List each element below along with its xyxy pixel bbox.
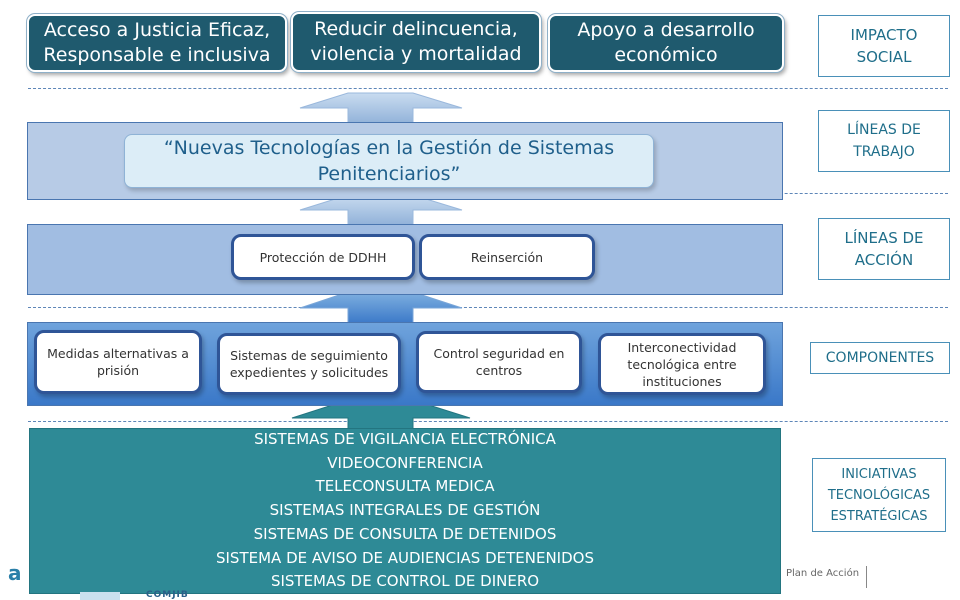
iniciativas-list: SISTEMAS DE VIGILANCIA ELECTRÓNICA VIDEO… [29, 428, 781, 594]
iniciativa-item: VIDEOCONFERENCIA [327, 453, 483, 472]
accion-item-reinsercion: Reinserción [419, 234, 595, 280]
iniciativa-item: SISTEMAS DE CONSULTA DE DETENIDOS [253, 524, 557, 543]
label-lineas-accion: LÍNEAS DE ACCIÓN [818, 218, 950, 280]
lineas-trabajo-title: “Nuevas Tecnologías en la Gestión de Sis… [124, 134, 654, 188]
impact-box-justicia: Acceso a Justicia Eficaz, Responsable e … [27, 14, 287, 72]
separator-3 [28, 307, 948, 308]
iniciativa-item: TELECONSULTA MEDICA [315, 477, 495, 496]
arrow-up-1 [299, 92, 463, 126]
footer-logo-letter: a [8, 561, 22, 585]
label-iniciativas: INICIATIVAS TECNOLÓGICAS ESTRATÉGICAS [812, 458, 946, 532]
iniciativa-item: SISTEMAS INTEGRALES DE GESTIÓN [269, 501, 541, 520]
arrow-up-3 [299, 291, 463, 325]
impact-box-justicia-text: Acceso a Justicia Eficaz, Responsable e … [43, 19, 271, 66]
footer-logo-strip [80, 592, 120, 600]
impact-box-delincuencia-text: Reducir delincuencia, violencia y mortal… [310, 18, 522, 65]
iniciativa-item: SISTEMA DE AVISO DE AUDIENCIAS DETENENID… [215, 548, 594, 567]
componente-control-seguridad: Control seguridad en centros [416, 331, 582, 393]
componente-seguimiento-expedientes: Sistemas de seguimiento expedientes y so… [217, 333, 401, 395]
separator-1 [28, 88, 948, 89]
footer-plan-text: Plan de Acción [786, 568, 860, 579]
impact-box-delincuencia: Reducir delincuencia, violencia y mortal… [291, 12, 541, 72]
label-componentes: COMPONENTES [810, 342, 950, 374]
separator-4 [28, 421, 948, 422]
iniciativa-item: SISTEMAS DE CONTROL DE DINERO [270, 572, 540, 591]
accion-item-ddhh: Protección de DDHH [231, 234, 415, 280]
impact-box-economico-text: Apoyo a desarrollo económico [577, 19, 755, 66]
footer-logo-fragment: COMJIB [146, 590, 189, 600]
iniciativa-item: SISTEMAS DE VIGILANCIA ELECTRÓNICA [254, 430, 556, 449]
componente-interconectividad: Interconectividad tecnológica entre inst… [598, 333, 766, 395]
impact-box-economico: Apoyo a desarrollo económico [548, 14, 784, 72]
label-lineas-trabajo: LÍNEAS DE TRABAJO [818, 110, 950, 172]
label-impacto-social: IMPACTO SOCIAL [818, 15, 950, 77]
componente-medidas-alternativas: Medidas alternativas a prisión [34, 330, 202, 394]
footer-divider [866, 566, 867, 588]
